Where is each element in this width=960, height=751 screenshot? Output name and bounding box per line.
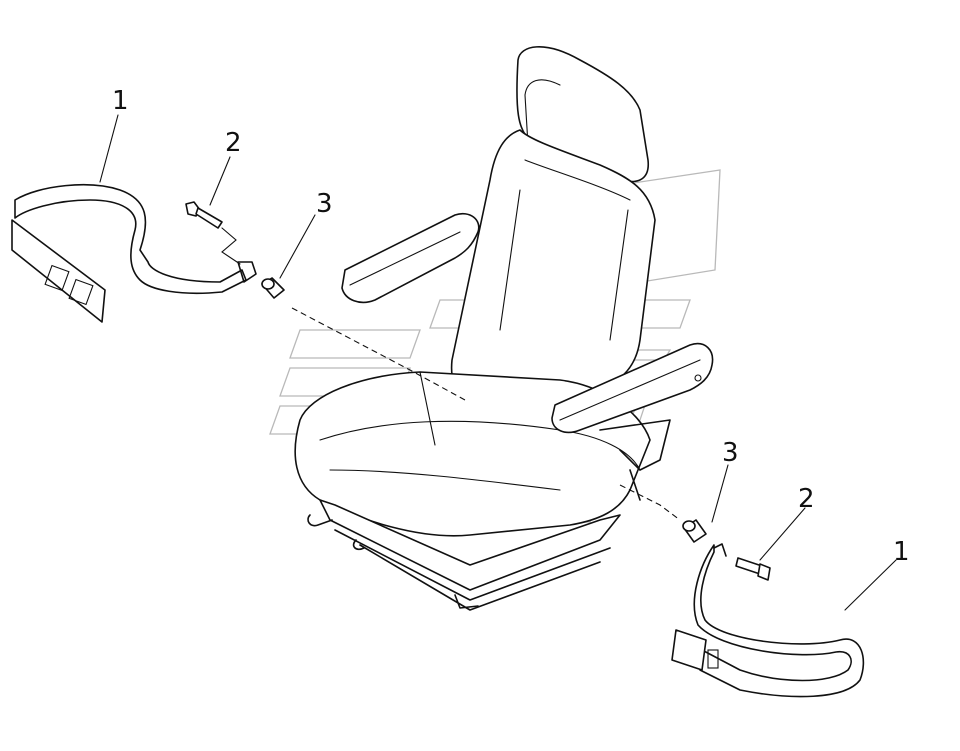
right-collar	[619, 484, 707, 543]
operator-seat	[294, 46, 714, 611]
left-bolt	[185, 201, 241, 265]
callout-1-left: 1	[112, 86, 129, 116]
right-armrest	[551, 343, 714, 434]
left-seat-belt	[11, 184, 257, 323]
left-collar	[261, 277, 466, 401]
callout-2-left: 2	[225, 128, 242, 158]
seat-backrest	[450, 129, 656, 393]
callout-3-left: 3	[316, 189, 333, 219]
right-seat-belt	[671, 543, 865, 698]
leader-lines	[99, 114, 897, 611]
callout-labels: 1 2 3 3 2 1	[112, 86, 910, 567]
callout-3-right: 3	[722, 438, 739, 468]
left-armrest	[341, 213, 480, 304]
seat-base	[319, 499, 621, 591]
callout-1-right: 1	[893, 537, 910, 567]
callout-2-right: 2	[798, 484, 815, 514]
right-bolt	[735, 557, 771, 581]
